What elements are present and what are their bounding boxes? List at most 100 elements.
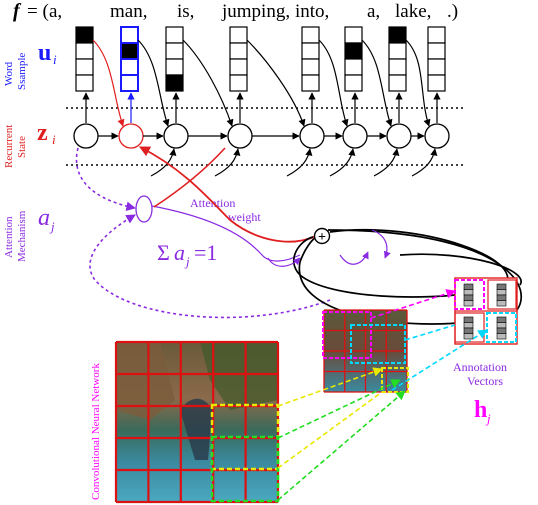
attention-weight-node — [135, 195, 153, 223]
one-hot-cell — [344, 58, 363, 76]
dolphin-shape — [180, 398, 212, 460]
h-subscript: j — [485, 411, 491, 426]
a-symbol: a — [38, 205, 50, 231]
attention-side-label: Attention Mechanism — [3, 210, 28, 262]
recurrent-state-node — [118, 123, 144, 149]
one-hot-cell — [427, 58, 446, 76]
recurrent-state-node — [227, 123, 253, 149]
word-sample-vector — [120, 26, 139, 92]
recurrent-state-node — [73, 123, 99, 149]
word-sample-vector — [344, 26, 363, 92]
one-hot-cell — [301, 26, 320, 44]
f-symbol: f — [13, 0, 22, 22]
sentence-word: lake, — [395, 1, 431, 22]
one-hot-cell — [165, 58, 184, 76]
one-hot-cell — [388, 58, 407, 76]
attention-label-line2: Mechanism — [16, 210, 28, 262]
one-hot-cell — [75, 58, 94, 76]
sentence-word: a, — [49, 1, 62, 22]
annotation-vector-cell — [463, 300, 474, 307]
sum-rhs: =1 — [194, 240, 217, 265]
annotation-vector-cell — [463, 289, 474, 296]
weighted-sum-node — [313, 227, 331, 245]
one-hot-cell — [344, 26, 363, 44]
cnn-mapping-arrows — [277, 367, 406, 501]
annotation-label-line2: Vectors — [467, 374, 503, 388]
recurrent-state-node — [299, 123, 325, 149]
feature-map-cyan-region — [350, 324, 406, 364]
purple-small-arrow-3 — [371, 229, 391, 259]
annotation-vector-cell — [463, 283, 474, 290]
sum-a: a — [174, 240, 185, 265]
one-hot-cell — [388, 26, 407, 44]
u-subscript: i — [53, 52, 57, 67]
magenta-mapping-arrow — [370, 289, 456, 319]
annotation-vector-cell — [496, 283, 507, 290]
u-symbol: u — [38, 40, 51, 66]
one-hot-cell — [229, 74, 248, 92]
recurrent-state-label-line1: Recurrent — [3, 125, 15, 168]
one-hot-cell — [344, 74, 363, 92]
attention-weight-curve — [151, 205, 301, 262]
one-hot-cell — [388, 74, 407, 92]
one-hot-cell — [427, 74, 446, 92]
sentence-equals: = ( — [27, 1, 49, 22]
attention-label-line1: Attention — [3, 216, 15, 258]
cyan-mapping-line — [404, 324, 456, 341]
state-to-attention-arrow — [75, 147, 136, 212]
recurrent-state-node — [342, 123, 368, 149]
context-input-arrow — [373, 148, 400, 177]
purple-small-arrow-2 — [339, 251, 369, 265]
h-symbol: h — [474, 397, 487, 423]
annotation-label-line1: Annotation — [453, 360, 507, 374]
context-input-arrow — [411, 148, 438, 177]
plus-symbol: + — [318, 230, 326, 245]
word-sample-vector — [301, 26, 320, 92]
annotation-red-cell — [487, 279, 517, 310]
z-subscript: i — [52, 132, 56, 147]
word-sample-vectors — [75, 26, 446, 92]
annotation-cyan-cell — [486, 312, 517, 343]
recurrent-state-label-line2: State — [16, 136, 28, 158]
one-hot-cell — [388, 42, 407, 60]
word-sample-label-line2: Ssample — [16, 53, 28, 90]
word-sample-vector — [229, 26, 248, 92]
context-input-arrow — [329, 148, 356, 177]
word-feedback-arrow — [92, 39, 125, 127]
annotation-vector-cell — [463, 322, 474, 329]
annotation-vector-cell — [496, 322, 507, 329]
sentence-words: a,man,is,jumping,into,a,lake,.) — [49, 1, 458, 22]
annotation-vector-bars — [463, 283, 507, 340]
word-sample-vector — [75, 26, 94, 92]
word-sample-vector — [427, 26, 446, 92]
annotation-vector-cell — [496, 289, 507, 296]
annotation-vector-cell — [463, 294, 474, 301]
cnn-label: Convolutional Neural Network — [90, 363, 102, 500]
one-hot-cell — [120, 58, 139, 76]
word-feedback-arrow — [137, 39, 170, 127]
sentence-word: jumping, — [221, 1, 290, 22]
feature-map — [322, 309, 409, 393]
sentence-word: a, — [367, 1, 380, 22]
cyan-mapping-arrow — [391, 329, 488, 391]
annotation-red-cell-2 — [454, 312, 485, 343]
context-input-arrow — [214, 148, 241, 177]
input-image — [114, 340, 280, 504]
one-hot-cell — [427, 26, 446, 44]
recurrent-state-side-label: Recurrent State — [3, 125, 28, 168]
word-feedback-arrow — [182, 39, 234, 127]
one-hot-cell — [301, 74, 320, 92]
attention-to-state-line — [153, 147, 226, 208]
one-hot-cell — [120, 74, 139, 92]
annotation-vector-cell — [496, 327, 507, 334]
a-subscript: j — [49, 219, 55, 234]
annotation-magenta-cell — [454, 279, 485, 310]
annotation-vector-cell — [496, 316, 507, 323]
attention-weight-label-line2: weight — [228, 210, 261, 224]
word-feedback-arrow — [405, 39, 431, 127]
annotation-vector-cell — [496, 294, 507, 301]
recurrent-state-node — [386, 123, 412, 149]
one-hot-cell — [165, 26, 184, 44]
one-hot-cell — [120, 42, 139, 60]
